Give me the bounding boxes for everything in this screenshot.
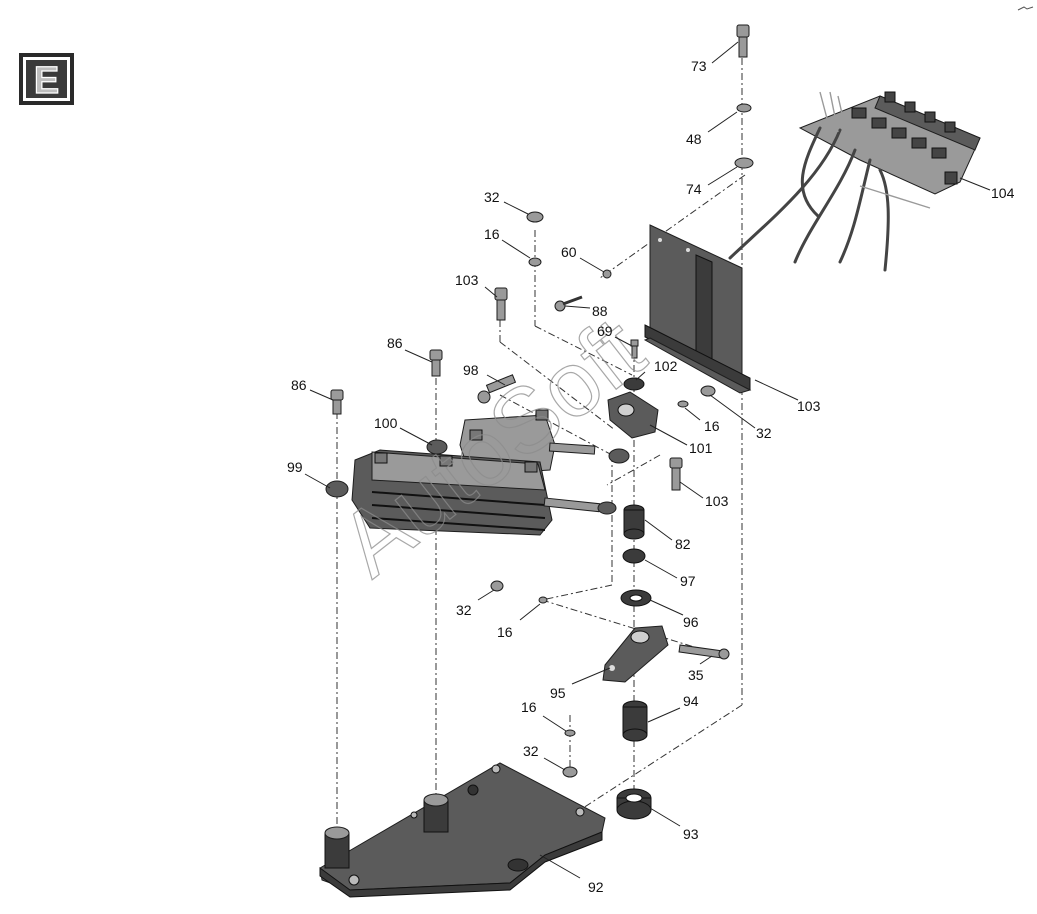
bolt-86-right <box>429 349 443 377</box>
washer-96 <box>620 589 652 607</box>
washer-16-lower <box>538 596 548 604</box>
callout-93: 93 <box>683 826 699 842</box>
callout-48: 48 <box>686 131 702 147</box>
bolt-103-lower <box>669 457 683 491</box>
leader-lines <box>304 41 991 879</box>
bolt-103-upper <box>494 287 508 321</box>
callout-98: 98 <box>463 362 479 378</box>
callout-35: 35 <box>688 667 704 683</box>
callout-labels: 73 48 74 104 32 16 60 103 88 69 86 86 98… <box>287 58 1015 895</box>
callout-74: 74 <box>686 181 702 197</box>
bolt-86-left <box>330 389 344 415</box>
rod-end-99 <box>325 480 349 498</box>
callout-103-lower: 103 <box>705 493 729 509</box>
callout-32-bottom: 32 <box>523 743 539 759</box>
callout-69: 69 <box>597 323 613 339</box>
fitting-100 <box>426 439 448 455</box>
section-letter: E <box>34 60 59 102</box>
corner-mark <box>1017 6 1034 11</box>
callout-102: 102 <box>654 358 678 374</box>
callout-96: 96 <box>683 614 699 630</box>
pin-98 <box>477 374 517 404</box>
nut-32-bottom <box>562 766 578 778</box>
valve-manifold-104 <box>728 91 981 272</box>
callout-101: 101 <box>689 440 713 456</box>
callout-16-top: 16 <box>484 226 500 242</box>
collar-93 <box>616 788 652 820</box>
washer-16-top <box>528 257 542 267</box>
watermark: AutoSoft <box>322 298 663 596</box>
callout-103-upper: 103 <box>455 272 479 288</box>
sleeve-94 <box>622 700 648 742</box>
callout-104: 104 <box>991 185 1015 201</box>
callout-73: 73 <box>691 58 707 74</box>
callout-100: 100 <box>374 415 398 431</box>
washer-74 <box>734 157 754 169</box>
bolt-73 <box>736 24 750 58</box>
callout-32-top: 32 <box>484 189 500 205</box>
clamp-101 <box>607 391 659 439</box>
callout-60: 60 <box>561 244 577 260</box>
nut-48 <box>736 103 752 113</box>
callout-97: 97 <box>680 573 696 589</box>
callout-86-left: 86 <box>291 377 307 393</box>
callout-32-mid: 32 <box>756 425 772 441</box>
screw-69 <box>630 339 639 359</box>
callout-16-lower: 16 <box>497 624 513 640</box>
callout-32-lower: 32 <box>456 602 472 618</box>
bushing-102 <box>623 377 645 391</box>
callout-94: 94 <box>683 693 699 709</box>
bushing-82 <box>623 504 645 540</box>
lever-95 <box>602 625 669 683</box>
rod-end-right <box>608 448 630 464</box>
section-badge: E <box>19 53 74 105</box>
callout-103-bracket: 103 <box>797 398 821 414</box>
washer-16-bottom <box>564 729 576 737</box>
callout-16-mid: 16 <box>704 418 720 434</box>
screw-88 <box>554 295 583 312</box>
callout-86-right: 86 <box>387 335 403 351</box>
callout-95: 95 <box>550 685 566 701</box>
base-plate-92 <box>319 762 606 898</box>
mounting-bracket-103 <box>643 224 752 394</box>
actuator-assembly <box>325 409 630 536</box>
ring-97 <box>622 548 646 564</box>
callout-82: 82 <box>675 536 691 552</box>
nut-32-top <box>526 211 544 223</box>
callout-16-bottom: 16 <box>521 699 537 715</box>
callout-92: 92 <box>588 879 604 895</box>
nut-32-mid <box>700 385 716 397</box>
nut-60 <box>602 269 612 279</box>
washer-16-mid <box>677 400 689 408</box>
pin-35 <box>678 644 730 660</box>
callout-99: 99 <box>287 459 303 475</box>
nut-32-lower <box>490 580 504 592</box>
callout-88: 88 <box>592 303 608 319</box>
